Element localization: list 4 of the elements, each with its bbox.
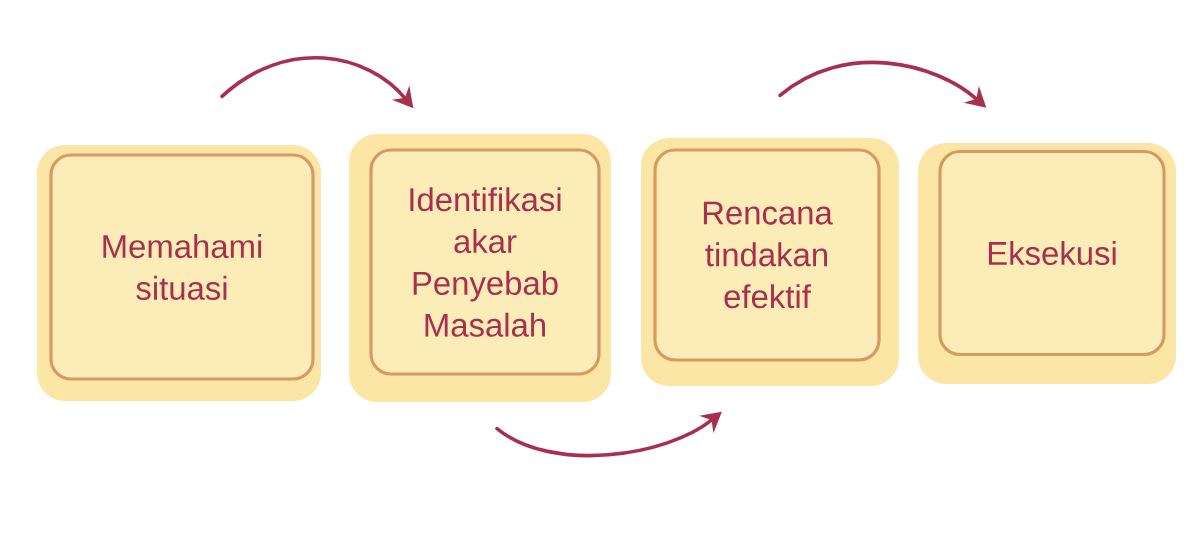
note-box: Memahami situasi <box>37 145 321 401</box>
note-box: Identifikasi akar Penyebab Masalah <box>349 134 611 402</box>
note-box: Eksekusi <box>918 143 1176 384</box>
note-box: Rencana tindakan efektif <box>641 138 899 386</box>
